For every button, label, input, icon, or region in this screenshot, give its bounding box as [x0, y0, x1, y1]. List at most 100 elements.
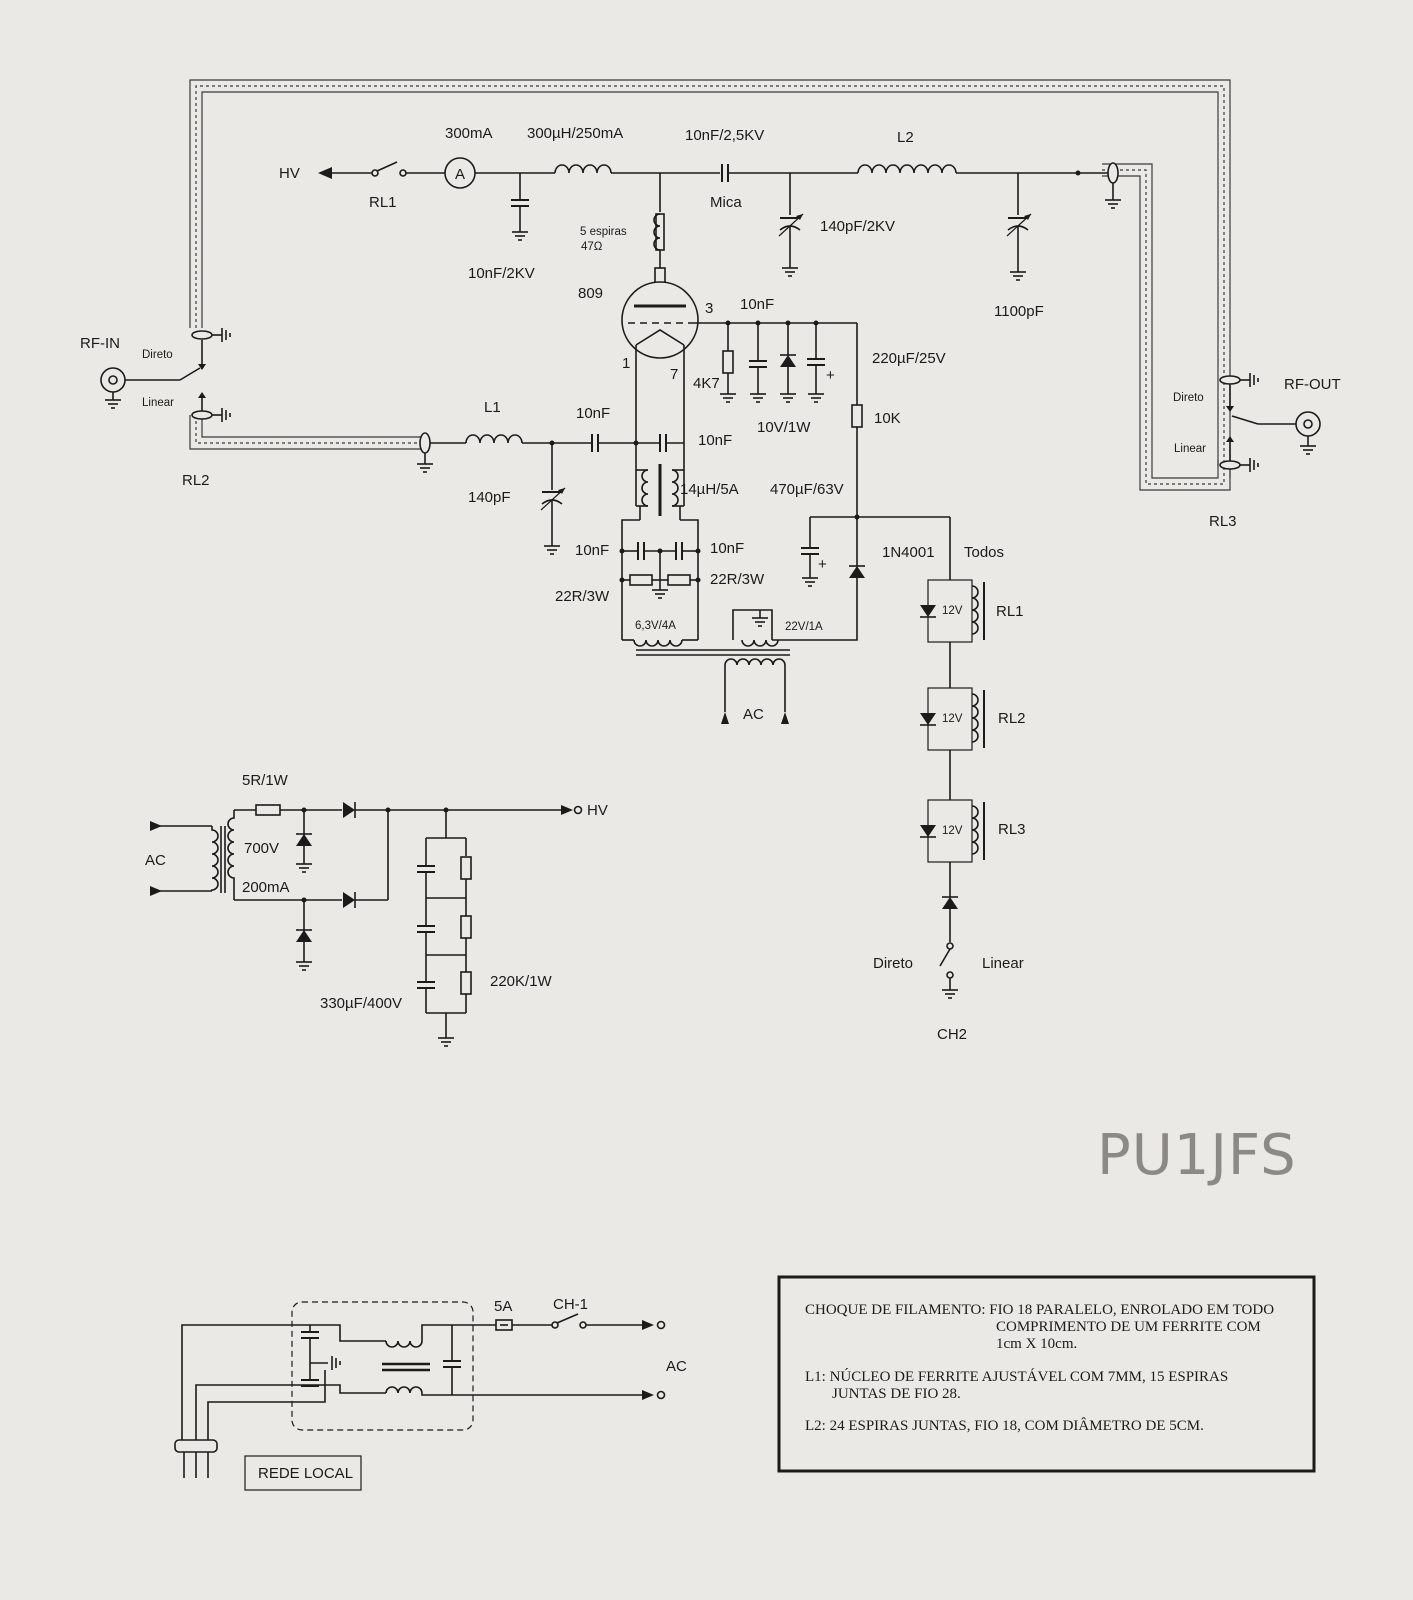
label-l1: L1	[484, 399, 501, 416]
note-line-3: 1cm X 10cm.	[996, 1336, 1077, 1352]
label-todos: Todos	[964, 544, 1004, 561]
filament-bypass	[619, 519, 701, 640]
label-330uf: 330µF/400V	[320, 995, 402, 1012]
coax-bottom-left	[189, 415, 425, 450]
note-line-5: JUNTAS DE FIO 28.	[832, 1386, 961, 1402]
label-grid-bypass: 10nF	[740, 296, 774, 313]
label-200ma: 200mA	[242, 879, 290, 896]
label-12v-1: 12V	[942, 605, 963, 617]
note-line-2: COMPRIMENTO DE UM FERRITE COM	[996, 1319, 1261, 1335]
in-cap	[591, 433, 660, 453]
label-300ma: 300mA	[445, 125, 493, 142]
label-bypass: 10nF/2KV	[468, 265, 535, 282]
label-809: 809	[578, 285, 603, 302]
label-in-cap: 10nF	[576, 405, 610, 422]
ammeter: A	[444, 157, 555, 189]
rede-local-box	[244, 1455, 362, 1491]
rf-out-connector	[1295, 411, 1321, 455]
label-220uf: 220µF/25V	[872, 350, 946, 367]
callsign-watermark: PU1JFS	[1097, 1123, 1297, 1188]
label-pin7: 7	[670, 366, 678, 383]
label-load: 1100pF	[994, 303, 1044, 320]
label-hv-supply: HV	[587, 802, 608, 819]
mains-filter	[174, 1301, 666, 1478]
filament-choke	[635, 440, 685, 520]
label-fil-res-left: 22R/3W	[555, 588, 610, 605]
label-l2: L2	[897, 129, 914, 146]
coax-top	[189, 79, 1231, 478]
label-4k7: 4K7	[693, 375, 720, 392]
label-relay-rl1: RL1	[996, 603, 1024, 620]
hv-arrow	[318, 167, 372, 179]
label-10k: 10K	[874, 410, 901, 427]
tube-809	[621, 281, 699, 450]
label-linear-ch2: Linear	[982, 955, 1024, 972]
label-relay-rl3: RL3	[998, 821, 1026, 838]
svg-text:+: +	[826, 367, 835, 384]
label-5a: 5A	[494, 1298, 512, 1315]
label-5r: 5R/1W	[242, 772, 289, 789]
filament-transformer	[622, 585, 858, 724]
label-rede-local: REDE LOCAL	[258, 1465, 353, 1482]
label-tune: 140pF/2KV	[820, 218, 895, 235]
rl3-switch	[1219, 372, 1296, 473]
load-cap	[1006, 173, 1032, 281]
svg-text:+: +	[818, 556, 827, 573]
label-mica: Mica	[710, 194, 742, 211]
coax-end-input	[416, 432, 466, 473]
ammeter-symbol: A	[455, 166, 465, 183]
label-hv-top: HV	[279, 165, 300, 182]
rl1-contact	[371, 161, 445, 177]
label-ch2: CH2	[937, 1026, 967, 1043]
label-140pf-in: 140pF	[468, 489, 511, 506]
label-fil-cap-right: 10nF	[710, 540, 744, 557]
label-5espiras: 5 espiras	[580, 226, 627, 238]
notes-box	[777, 1275, 1316, 1473]
coax-right-out	[1102, 163, 1231, 491]
label-coupling: 10nF/2,5KV	[685, 127, 764, 144]
label-12v-2: 12V	[942, 713, 963, 725]
label-470uf: 470µF/63V	[770, 481, 844, 498]
note-line-6: L2: 24 ESPIRAS JUNTAS, FIO 18, COM DIÂME…	[805, 1417, 1204, 1434]
label-14uh: 14µH/5A	[680, 481, 739, 498]
note-line-1: CHOQUE DE FILAMENTO: FIO 18 PARALELO, EN…	[805, 1302, 1274, 1318]
coax-end-top	[1104, 162, 1122, 209]
label-1n4001: 1N4001	[882, 544, 935, 561]
label-linear-out: Linear	[1174, 443, 1206, 455]
rl2-switch	[179, 327, 231, 423]
label-relay-rl2: RL2	[998, 710, 1026, 727]
label-700v: 700V	[244, 840, 279, 857]
label-fil-res-right: 22R/3W	[710, 571, 765, 588]
hv-supply	[150, 801, 583, 1047]
label-grid-cap2: 10nF	[698, 432, 732, 449]
label-220k: 220K/1W	[490, 973, 553, 990]
rf-choke	[554, 164, 720, 174]
label-47r: 47Ω	[581, 241, 603, 253]
label-rl2-in: RL2	[182, 472, 210, 489]
bypass-cap-hv	[510, 173, 530, 241]
label-6-3v: 6,3V/4A	[635, 620, 676, 632]
label-12v-3: 12V	[942, 825, 963, 837]
l1-coil	[465, 434, 592, 446]
grid-network: +	[694, 320, 863, 520]
bias-supply: +	[800, 514, 950, 587]
label-ch-1: CH-1	[553, 1296, 588, 1313]
l2-coil	[857, 164, 1110, 174]
label-zener: 10V/1W	[757, 419, 811, 436]
label-rl3-out: RL3	[1209, 513, 1237, 530]
label-pin1: 1	[622, 355, 630, 372]
label-ac-mains: AC	[666, 1358, 687, 1375]
label-rl1-top: RL1	[369, 194, 397, 211]
relay-coils	[919, 517, 985, 999]
label-rf-out: RF-OUT	[1284, 376, 1341, 393]
label-linear-in: Linear	[142, 397, 174, 409]
label-choke: 300µH/250mA	[527, 125, 623, 142]
note-line-4: L1: NÚCLEO DE FERRITE AJUSTÁVEL COM 7MM,…	[805, 1368, 1228, 1385]
label-22v: 22V/1A	[785, 621, 823, 633]
label-ac-fil: AC	[743, 706, 764, 723]
label-ac-hv: AC	[145, 852, 166, 869]
label-direto-in: Direto	[142, 349, 173, 361]
label-pin3: 3	[705, 300, 713, 317]
coupling-cap	[721, 163, 858, 183]
